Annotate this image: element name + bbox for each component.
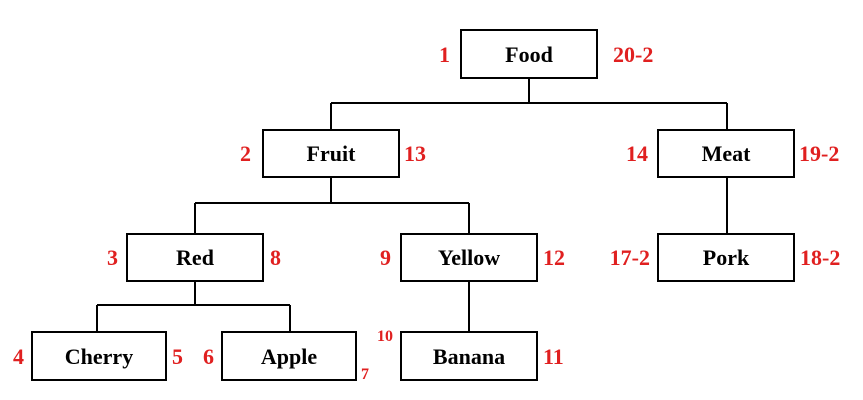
- node-cherry-label: Cherry: [65, 344, 133, 369]
- node-food-right-number: 20-2: [613, 42, 653, 67]
- node-meat-left-number: 14: [626, 141, 648, 166]
- node-apple-right-number: 7: [361, 366, 369, 383]
- node-fruit-box: [262, 129, 400, 178]
- node-red: Red 3 8: [107, 233, 281, 282]
- node-banana: Banana 10 11: [377, 328, 564, 381]
- node-fruit-right-number: 13: [404, 141, 426, 166]
- node-banana-label: Banana: [433, 344, 505, 369]
- node-yellow-box: [400, 233, 538, 282]
- node-yellow-left-number: 9: [380, 245, 391, 270]
- node-banana-right-number: 11: [543, 344, 564, 369]
- edge-food-fruit-meat: [330, 78, 728, 130]
- tree-edges: [96, 78, 728, 332]
- node-cherry-left-number: 4: [13, 344, 24, 369]
- node-apple-label: Apple: [261, 344, 317, 369]
- node-cherry-box: [31, 331, 167, 381]
- node-red-box: [126, 233, 264, 282]
- node-fruit: Fruit 2 13: [240, 129, 426, 178]
- node-apple-left-number: 6: [203, 344, 214, 369]
- node-meat-label: Meat: [702, 141, 752, 166]
- node-food-left-number: 1: [439, 42, 450, 67]
- node-meat: Meat 14 19-2: [626, 129, 839, 178]
- node-food-box: [460, 29, 598, 79]
- node-pork-label: Pork: [703, 245, 750, 270]
- node-banana-left-number: 10: [377, 328, 393, 345]
- node-food: Food 1 20-2: [439, 29, 653, 79]
- node-apple-box: [221, 331, 357, 381]
- node-cherry-right-number: 5: [172, 344, 183, 369]
- edge-fruit-red-yellow: [194, 177, 470, 234]
- node-food-label: Food: [505, 42, 553, 67]
- node-meat-right-number: 19-2: [799, 141, 839, 166]
- node-red-left-number: 3: [107, 245, 118, 270]
- node-red-right-number: 8: [270, 245, 281, 270]
- edge-red-cherry-apple: [96, 281, 291, 332]
- node-pork: Pork 17-2 18-2: [610, 233, 840, 282]
- node-pork-box: [657, 233, 795, 282]
- node-fruit-left-number: 2: [240, 141, 251, 166]
- node-cherry: Cherry 4 5: [13, 331, 183, 381]
- node-yellow-right-number: 12: [543, 245, 565, 270]
- node-red-label: Red: [176, 245, 214, 270]
- node-yellow: Yellow 9 12: [380, 233, 565, 282]
- node-banana-box: [400, 331, 538, 381]
- node-pork-left-number: 17-2: [610, 245, 650, 270]
- node-yellow-label: Yellow: [438, 245, 500, 270]
- node-apple: Apple 6 7: [203, 331, 369, 383]
- node-pork-right-number: 18-2: [800, 245, 840, 270]
- node-fruit-label: Fruit: [307, 141, 357, 166]
- node-meat-box: [657, 129, 795, 178]
